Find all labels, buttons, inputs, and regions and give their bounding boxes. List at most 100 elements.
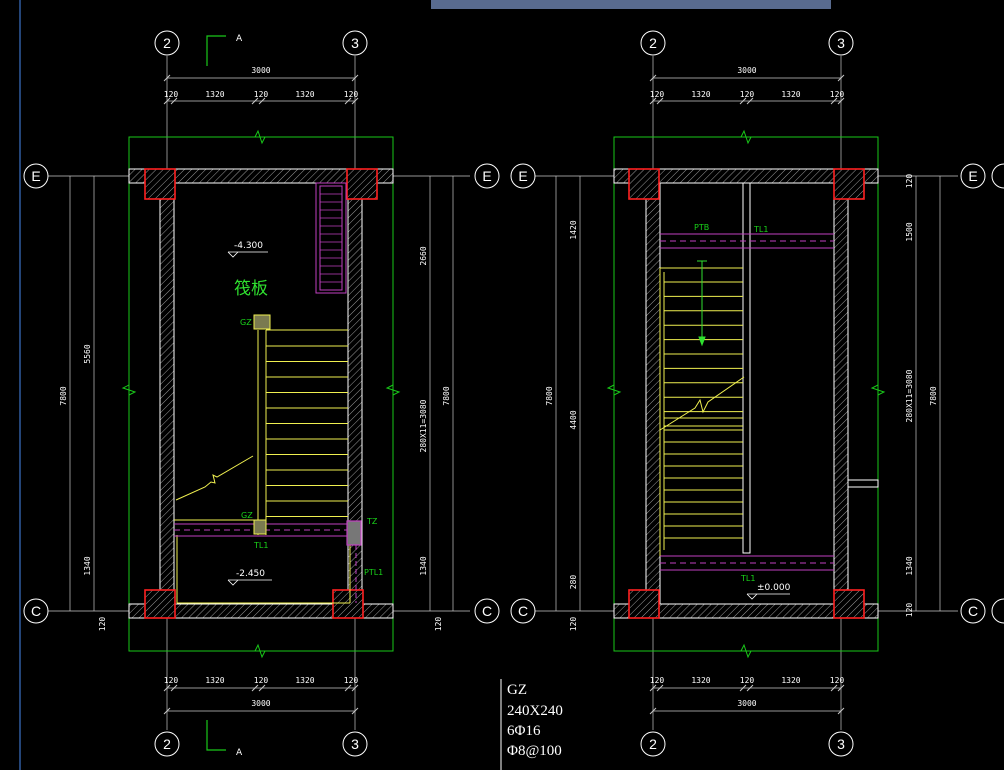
left-gz-lower	[253, 519, 267, 535]
dim-tick	[656, 97, 664, 105]
left-tl1-label: TL1	[253, 541, 268, 550]
rp-right-flight-dim: 280X11=3080	[905, 369, 914, 422]
right-walls	[613, 168, 879, 619]
left-level-bottom: -2.450	[236, 569, 265, 579]
left-raft-label: 筏板	[234, 279, 268, 299]
left-bottom-total: 3000	[251, 699, 270, 708]
axis-label-c-1: C	[31, 603, 41, 619]
left-tz-label: TZ	[366, 517, 378, 526]
dim-tick	[344, 97, 352, 105]
left-top-total: 3000	[251, 66, 270, 75]
left-bottom-seg-1: 120	[164, 676, 179, 685]
dim-tick	[837, 74, 845, 82]
dim-tick	[746, 97, 754, 105]
left-gz-upper	[253, 314, 271, 330]
left-bottom-seg-4: 1320	[295, 676, 314, 685]
dim-tick	[830, 97, 838, 105]
rp-left-foot-dim: 120	[569, 617, 578, 632]
right-top-seg-4: 1320	[781, 90, 800, 99]
axis-label-c-2: C	[482, 603, 492, 619]
right-direction-arrow	[697, 260, 707, 347]
right-stair-plan	[535, 56, 958, 730]
left-columns	[144, 168, 378, 619]
left-dimension-text: 3000 120 1320 120 1320 120 120 1320 120 …	[164, 66, 359, 708]
left-outer-dim: 7800	[59, 386, 68, 405]
left-slab-outline	[128, 136, 394, 652]
rp-right-foot-dim: 120	[905, 603, 914, 618]
right-break-marks	[606, 129, 886, 659]
dim-tick	[649, 707, 657, 715]
gz-note-size: 240X240	[507, 703, 563, 719]
right-dimension-text: 3000 120 1320 120 1320 120 120 1320 120 …	[650, 66, 845, 708]
left-walls	[128, 168, 394, 619]
dim-tick	[170, 684, 178, 692]
right-top-seg-2: 1320	[691, 90, 710, 99]
left-top-seg-2: 1320	[205, 90, 224, 99]
dim-tick	[649, 97, 657, 105]
left-bottom-seg-2: 1320	[205, 676, 224, 685]
rp-left-outer-dim: 7800	[545, 386, 554, 405]
dim-tick	[649, 684, 657, 692]
right-top-seg-3: 120	[740, 90, 755, 99]
dim-tick	[258, 684, 266, 692]
dim-tick	[837, 707, 845, 715]
axis-label-2-top-left: 2	[163, 35, 171, 51]
right-vertical-dimension-text: 1420 4400 280 7800 120 120 1500 280X11=3…	[545, 174, 938, 632]
left-top-seg-3: 120	[254, 90, 269, 99]
right-columns	[628, 168, 865, 619]
dim-tick	[170, 97, 178, 105]
axis-label-3-top-left: 3	[351, 35, 359, 51]
left-ptl1-label: PTL1	[364, 568, 383, 577]
dim-tick	[163, 74, 171, 82]
right-level-mark	[746, 593, 790, 600]
dim-tick	[163, 684, 171, 692]
left-bottom-seg-5: 120	[344, 676, 359, 685]
left-break-marks	[121, 129, 401, 659]
right-tl1-upper-label: TL1	[753, 225, 768, 234]
axis-label-e-1: E	[31, 168, 40, 184]
right-dim-lines	[555, 77, 941, 712]
axis-bubbles	[23, 30, 1004, 757]
left-axis-lines	[48, 56, 470, 730]
left-top-seg-1: 120	[164, 90, 179, 99]
right-tl1-beams	[660, 233, 834, 571]
dim-tick	[837, 97, 845, 105]
right-level-label: ±0.000	[757, 583, 791, 593]
left-bottom-seg-3: 120	[254, 676, 269, 685]
left-vertical-dimension-text: 7800 5560 1340 120 2660 280X11=3080 1340…	[59, 246, 451, 631]
right-bottom-seg-2: 1320	[691, 676, 710, 685]
dim-tick	[163, 707, 171, 715]
gz-note-title: GZ	[507, 682, 527, 698]
dim-tick	[163, 97, 171, 105]
right-lower-dim: 1340	[419, 556, 428, 575]
right-bottom-seg-5: 120	[830, 676, 845, 685]
rp-right-outer-dim: 7800	[929, 386, 938, 405]
right-foot-dim: 120	[434, 617, 443, 632]
axis-label-3-top-right: 3	[837, 35, 845, 51]
dim-tick	[344, 684, 352, 692]
right-outer-dim: 7800	[442, 386, 451, 405]
dim-tick	[656, 684, 664, 692]
axis-label-2-bottom-right: 2	[649, 736, 657, 752]
gz-note-main-bars: 6Φ16	[507, 723, 541, 739]
dim-tick	[837, 684, 845, 692]
axis-label-e-4: E	[968, 168, 977, 184]
dim-tick	[351, 707, 359, 715]
left-gz-upper-label: GZ	[240, 318, 252, 327]
rp-left-upper-dim: 1420	[569, 220, 578, 239]
rp-left-lower-dim: 280	[569, 575, 578, 590]
rp-right-lower-dim: 1340	[905, 556, 914, 575]
dim-tick	[830, 684, 838, 692]
left-gz-lower-label: GZ	[241, 511, 253, 520]
section-label-top: A	[236, 34, 243, 44]
left-dim-lines-top	[167, 77, 355, 712]
dim-tick	[351, 684, 359, 692]
left-foot-dim: 120	[98, 617, 107, 632]
right-top-seg-1: 120	[650, 90, 665, 99]
left-tz-column	[346, 520, 362, 546]
axis-label-3-bottom-right: 3	[837, 736, 845, 752]
gz-note-stirrups: Φ8@100	[507, 743, 562, 759]
right-bottom-total: 3000	[737, 699, 756, 708]
left-top-seg-4: 1320	[295, 90, 314, 99]
